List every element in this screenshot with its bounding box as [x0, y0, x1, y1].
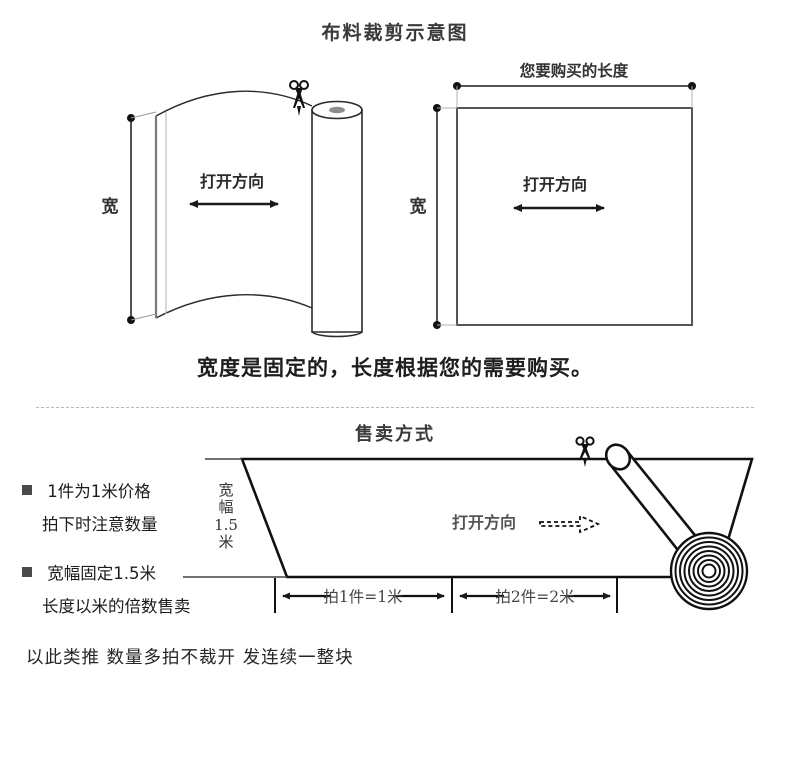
fabric-roll-icon: [604, 443, 749, 611]
laid-out-fabric: [240, 457, 754, 579]
bottom-note: 以此类推 数量多拍不裁开 发连续一整块: [26, 648, 354, 668]
square-bullet-icon: [22, 485, 32, 495]
bullet-1-line-1: 1件为1米价格: [22, 478, 158, 502]
bullet-1-text-2: 拍下时注意数量: [42, 515, 158, 534]
scissors-icon: [289, 80, 309, 116]
square-bullet-icon: [22, 567, 32, 577]
bullet-item-2: 宽幅固定1.5米 长度以米的倍数售卖: [22, 560, 191, 617]
fabric-rectangle: [456, 107, 693, 326]
bullet-2-line-1: 宽幅固定1.5米: [22, 560, 191, 584]
vertical-char-4: 米: [218, 532, 234, 551]
right-direction-label: 打开方向: [523, 175, 587, 194]
fabric-roll-illustration: 宽 打开方向: [102, 80, 363, 338]
fabric-piece-illustration: 您要购买的长度 宽 打开方向: [410, 61, 696, 329]
bullet-2-text-1: 宽幅固定1.5米: [47, 564, 156, 583]
width-fixed-statement: 宽度是固定的，长度根据您的需要购买。: [197, 356, 593, 380]
vertical-char-3: 1.5: [214, 515, 238, 534]
left-direction-label: 打开方向: [200, 172, 264, 191]
vertical-char-2: 幅: [218, 498, 234, 517]
segment-1-label: 拍1件=1米: [323, 588, 402, 606]
right-width-label: 宽: [410, 196, 427, 217]
bottom-direction-dashed-arrow: [539, 514, 601, 534]
bullet-item-1: 1件为1米价格 拍下时注意数量: [22, 478, 158, 535]
top-diagrams: 宽 打开方向 您要购买的长度: [102, 61, 696, 338]
vertical-char-1: 宽: [218, 481, 234, 499]
page-title: 布料裁剪示意图: [321, 22, 469, 44]
bottom-width-label-vertical: 宽 幅 1.5 米: [209, 481, 243, 551]
bullet-1-text-1: 1件为1米价格: [47, 482, 151, 501]
section-title: 售卖方式: [355, 424, 435, 445]
section-divider: [36, 407, 754, 408]
bottom-direction-label: 打开方向: [452, 513, 516, 532]
segment-2-label: 拍2件=2米: [495, 588, 574, 606]
bullet-2-text-2: 长度以米的倍数售卖: [42, 597, 191, 616]
left-width-label: 宽: [102, 196, 119, 217]
length-label: 您要购买的长度: [520, 61, 629, 80]
